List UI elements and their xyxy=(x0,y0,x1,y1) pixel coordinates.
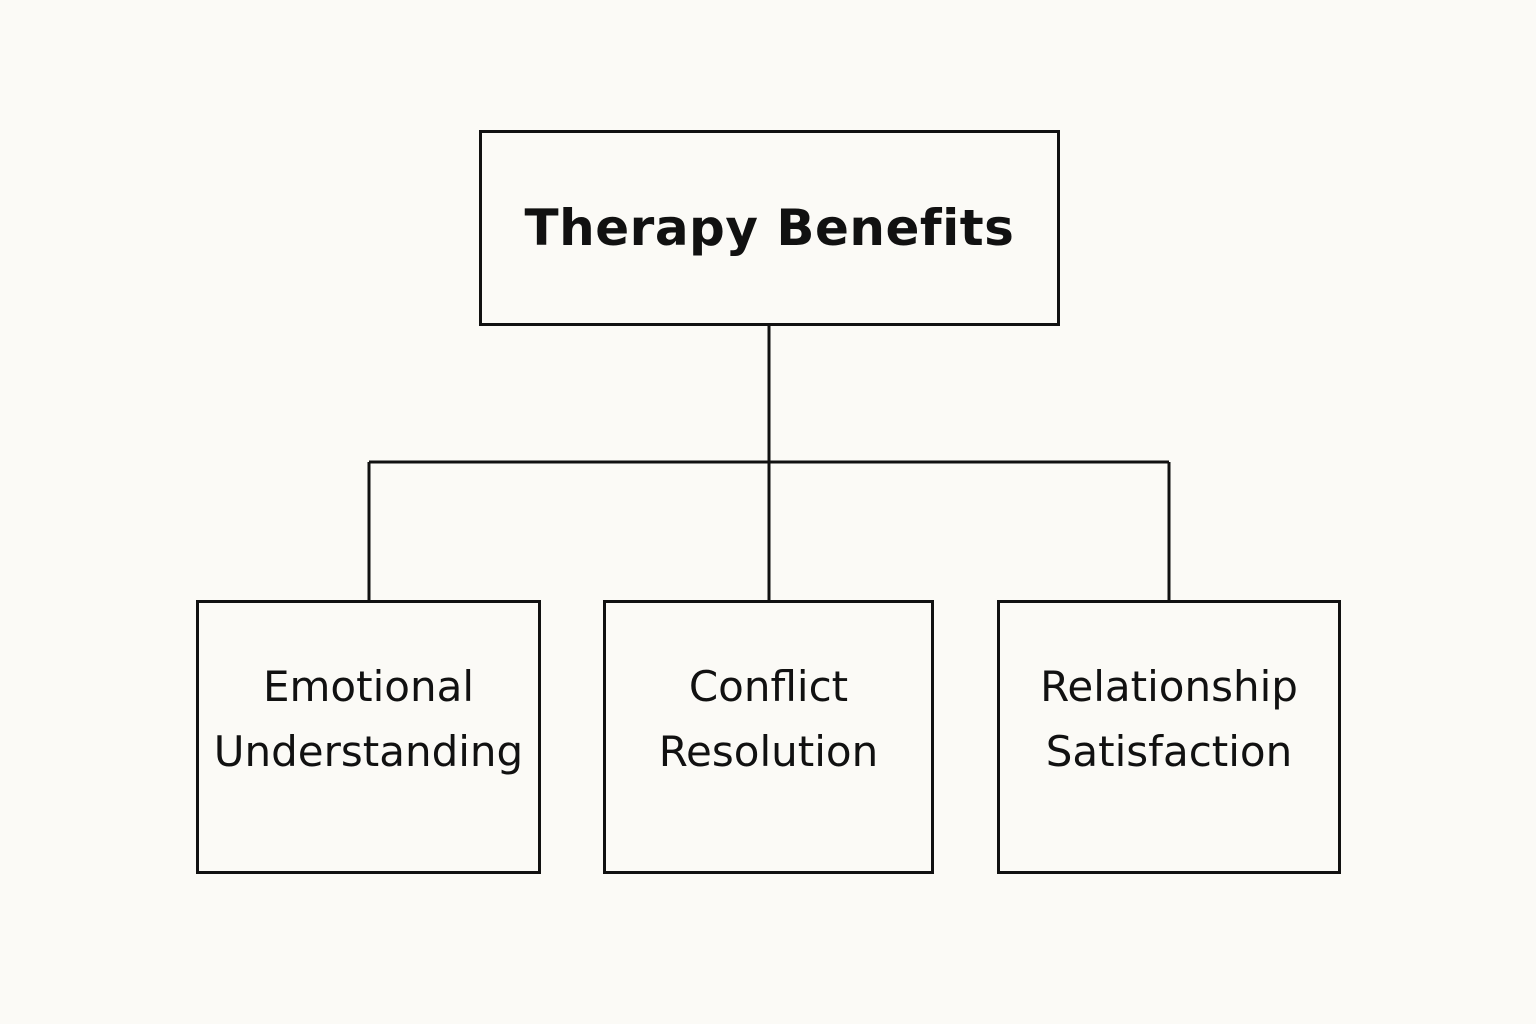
child-node-label-line-2: Understanding xyxy=(213,726,524,776)
child-node-label-line-1: Relationship xyxy=(1040,661,1298,711)
child-node-relationship-satisfaction: Relationship Satisfaction xyxy=(997,600,1341,874)
child-node-label-line-2: Resolution xyxy=(658,726,879,776)
child-node-label: Conflict Resolution xyxy=(659,654,878,784)
child-node-label-line-2: Satisfaction xyxy=(1045,726,1293,776)
root-node: Therapy Benefits xyxy=(479,130,1060,326)
child-node-label: Emotional Understanding xyxy=(214,654,523,784)
root-node-label: Therapy Benefits xyxy=(524,199,1015,257)
child-node-emotional-understanding: Emotional Understanding xyxy=(196,600,541,874)
child-node-label-line-1: Emotional xyxy=(262,661,474,711)
child-node-label-line-1: Conflict xyxy=(688,661,849,711)
child-node-label: Relationship Satisfaction xyxy=(1040,654,1298,784)
child-node-conflict-resolution: Conflict Resolution xyxy=(603,600,934,874)
